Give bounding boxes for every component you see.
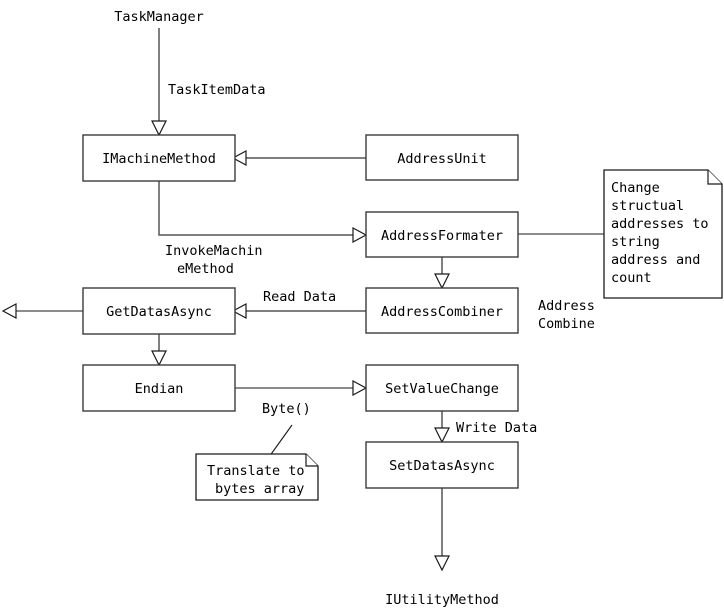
note-address-note[interactable]: Change structual addresses to string add… [603,169,723,299]
endpoint-label-iutilitymethod: IUtilityMethod [385,592,499,608]
node-setvaluechange[interactable]: SetValueChange [365,364,519,412]
endpoint-label-taskmanager: TaskManager [114,9,203,25]
arrowhead-addressunit-to-imachinemethod [231,149,247,167]
note-line-6: count [611,270,652,286]
node-label-imachinemethod: IMachineMethod [102,151,216,167]
arrowhead-setdatasasync-to-iutilitymethod [434,555,450,572]
arrowhead-getdatasasync-to-endian [151,350,167,367]
edge-label-taskitemdata: TaskItemData [168,82,266,98]
arrowhead-taskmanager-to-imachinemethod [151,120,167,137]
node-label-getdatasasync: GetDatasAsync [106,304,212,320]
edge-label-byte: Byte() [262,401,311,417]
bytes-note-line-1: Translate to [207,463,305,479]
arrowhead-getdatasasync-left-out [1,302,17,320]
node-label-endian: Endian [135,381,184,397]
free-label-address-combine-line2: Combine [538,316,595,332]
node-label-addressunit: AddressUnit [397,151,486,167]
arrowhead-endian-to-setvaluechange [352,379,368,397]
edge-label-invokemachinemethod-line1: InvokeMachin [165,243,263,259]
arrowhead-addressformater-to-addresscombiner [434,273,450,290]
node-label-addressformater: AddressFormater [381,228,503,244]
arrowhead-addresscombiner-to-getdatasasync [231,302,247,320]
node-label-setdatasasync: SetDatasAsync [389,458,495,474]
edge-label-writedata: Write Data [456,420,537,436]
node-setdatasasync[interactable]: SetDatasAsync [365,441,519,489]
node-imachinemethod[interactable]: IMachineMethod [82,134,236,182]
arrowhead-setvaluechange-to-setdatasasync [434,427,450,444]
edge-imachinemethod-to-addressformater [158,181,355,236]
note-line-4: string [611,234,660,250]
node-endian[interactable]: Endian [82,364,236,412]
bytes-note-line-2: bytes array [215,481,304,497]
free-label-address-combine-line1: Address [538,298,595,314]
note-line-3: addresses to [611,216,709,232]
node-getdatasasync[interactable]: GetDatasAsync [82,287,236,335]
node-label-addresscombiner: AddressCombiner [381,304,503,320]
note-line-2: structual [611,198,684,214]
note-line-1: Change [611,180,660,196]
node-addresscombiner[interactable]: AddressCombiner [365,287,519,334]
edge-label-invokemachinemethod-line2: eMethod [177,261,234,277]
node-label-setvaluechange: SetValueChange [385,381,499,397]
edge-label-readdata: Read Data [263,289,336,305]
node-addressformater[interactable]: AddressFormater [365,211,519,258]
note-bytes-note[interactable]: Translate to bytes array [195,453,319,501]
node-addressunit[interactable]: AddressUnit [365,134,519,181]
note-line-5: address and [611,252,700,268]
arrowhead-imachinemethod-to-addressformater [352,226,368,244]
